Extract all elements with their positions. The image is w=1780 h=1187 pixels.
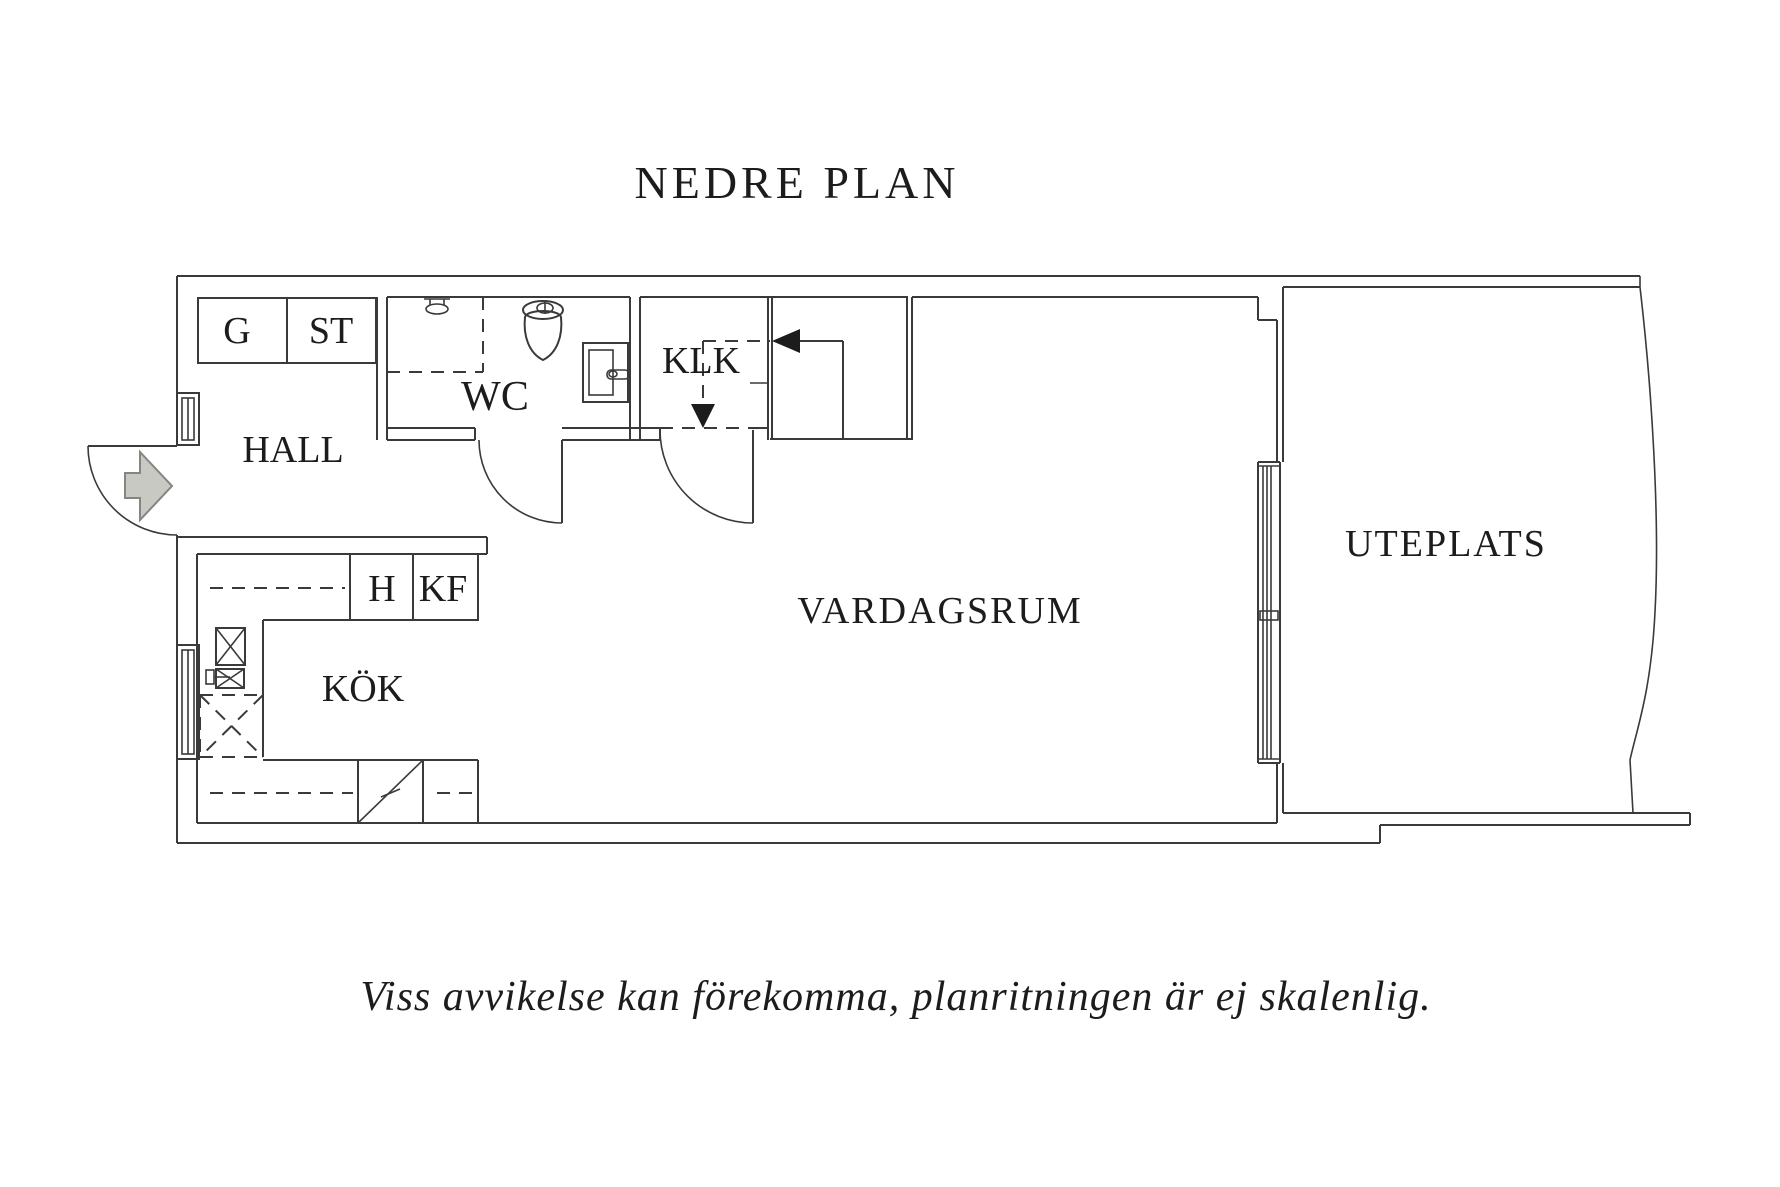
kitchen-sink-icon: [205, 668, 245, 689]
exterior-walls: [176, 275, 1691, 844]
klk-walls: [750, 297, 913, 440]
kitchen-window-icon: [176, 644, 200, 760]
klk-door: [659, 427, 754, 524]
wc-door: [478, 439, 563, 524]
disclaimer-text: Viss avvikelse kan förekomma, planritnin…: [360, 974, 1431, 1020]
room-label-uteplats: UTEPLATS: [1345, 523, 1547, 565]
dishwasher-icon: [357, 759, 424, 824]
hall-kitchen-wall: [177, 536, 488, 555]
stove-icon: [215, 627, 246, 666]
closet-label-h: H: [368, 568, 395, 610]
hall-window-icon: [176, 392, 200, 446]
closet-label-g: G: [223, 310, 250, 352]
closet-label-kf: KF: [419, 568, 468, 610]
toilet-icon: [522, 300, 564, 362]
interior-wall-st-wc: [376, 297, 388, 440]
stair-up-arrow-icon: [772, 329, 800, 353]
stairs-icon: [691, 329, 844, 439]
room-label-wc: WC: [461, 374, 529, 420]
entrance-arrow-icon: [124, 449, 174, 523]
room-label-klk: KLK: [662, 340, 741, 382]
page-title: NEDRE PLAN: [635, 157, 960, 208]
closet-label-st: ST: [309, 310, 353, 352]
sink-icon: [582, 342, 630, 403]
shower-icon: [387, 297, 484, 373]
kitchen-counter: [210, 587, 479, 823]
kitchen-closets: [349, 553, 479, 621]
entrance-door: [87, 445, 178, 536]
room-label-vardagsrum: VARDAGSRUM: [797, 590, 1082, 632]
stair-down-arrow-icon: [691, 404, 715, 428]
sliding-glass-door-icon: [1257, 461, 1281, 764]
appliance-space-icon: [199, 694, 264, 758]
patio-boundary: [1283, 276, 1658, 814]
room-label-hall: HALL: [242, 429, 343, 471]
room-label-kok: KÖK: [322, 668, 405, 710]
